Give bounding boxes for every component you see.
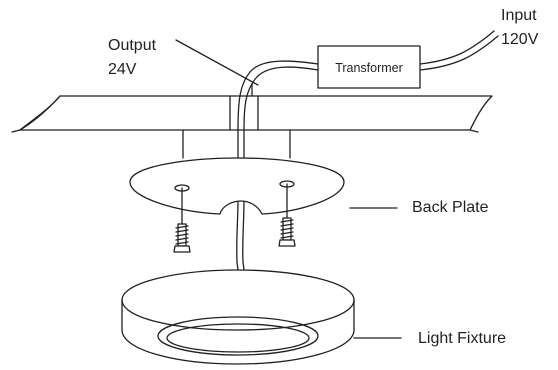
- transformer-label: Transformer: [335, 61, 403, 75]
- back-plate-label: Back Plate: [412, 199, 489, 216]
- output-leader: [175, 39, 259, 86]
- output-wires: [236, 60, 319, 271]
- input-label: Input: [501, 7, 537, 24]
- output-label: Output: [108, 37, 157, 54]
- screw-right: [278, 217, 296, 247]
- back-plate: [129, 157, 345, 225]
- output-voltage-label: 24V: [108, 61, 137, 78]
- ceiling-plate: [11, 95, 493, 159]
- transformer: Transformer: [317, 45, 421, 89]
- screw-left: [173, 223, 191, 253]
- input-voltage-label: 120V: [501, 31, 539, 48]
- light-fixture: [121, 269, 355, 365]
- light-fixture-label: Light Fixture: [418, 330, 506, 347]
- input-wires: [419, 30, 499, 71]
